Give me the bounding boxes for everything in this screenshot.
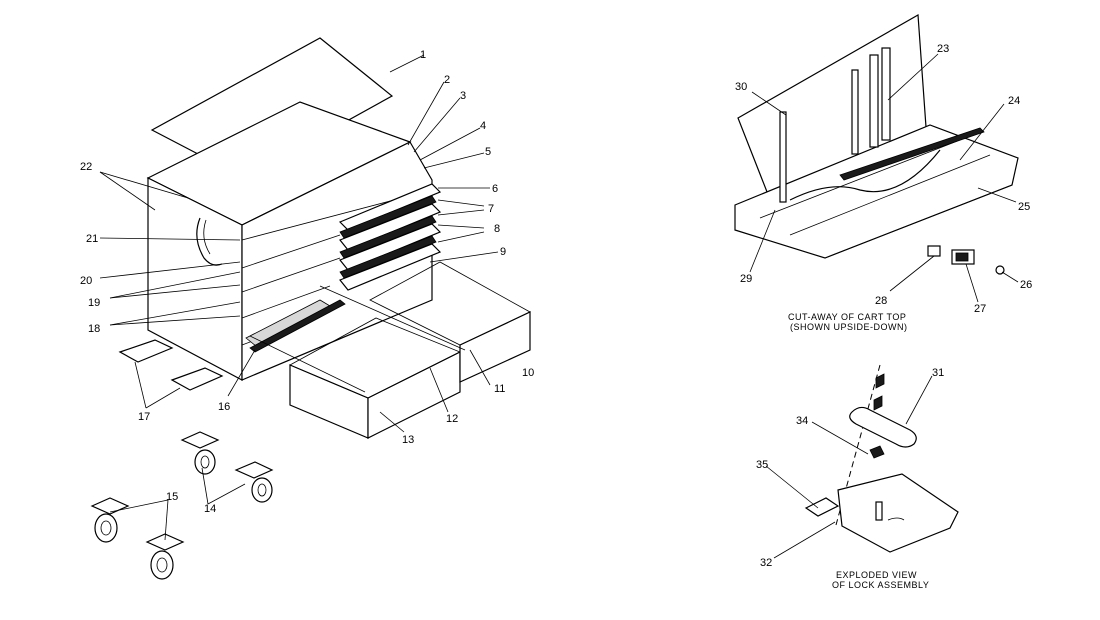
callout-28: 28	[875, 295, 887, 307]
callout-2: 2	[444, 74, 450, 86]
lock-cylinder	[875, 501, 883, 521]
clip-28	[927, 245, 941, 257]
callout-4: 4	[480, 120, 486, 132]
lower-drawer-right-top	[369, 261, 531, 346]
cross-bar-24	[839, 127, 985, 181]
lock-assembly	[804, 364, 959, 553]
callout-23: 23	[937, 43, 949, 55]
tray-rail	[789, 154, 991, 236]
caption-lock-line2: OF LOCK ASSEMBLY	[832, 580, 929, 590]
caption-cart-top-line2: (SHOWN UPSIDE-DOWN)	[790, 322, 908, 332]
lock-cam-31	[849, 406, 917, 448]
drawer-divider	[249, 335, 366, 393]
callout-12: 12	[446, 413, 458, 425]
callout-1: 1	[420, 49, 426, 61]
callout-20: 20	[80, 275, 92, 287]
callout-19: 19	[88, 297, 100, 309]
callout-21: 21	[86, 233, 98, 245]
slide-left	[851, 69, 859, 155]
cart-top-cutaway	[734, 14, 1019, 275]
callout-13: 13	[402, 434, 414, 446]
callout-6: 6	[492, 183, 498, 195]
callout-7: 7	[488, 203, 494, 215]
long-drawer-slides	[245, 299, 346, 353]
caption-lock-line1: EXPLODED VIEW	[836, 570, 917, 580]
callout-14: 14	[204, 503, 216, 515]
tray-rail	[824, 184, 1013, 259]
caster-15-a	[90, 497, 130, 543]
callout-29: 29	[740, 273, 752, 285]
callout-34: 34	[796, 415, 808, 427]
callout-3: 3	[460, 90, 466, 102]
callout-22: 22	[80, 161, 92, 173]
latch-27-face	[955, 252, 969, 262]
caster-wheels	[90, 431, 274, 580]
lock-tab-35	[804, 497, 840, 517]
callout-18: 18	[88, 323, 100, 335]
lock-spacer-34	[869, 445, 885, 459]
side-handle-inner	[203, 219, 211, 255]
slide-30	[779, 111, 787, 203]
lower-drawer-right-front	[459, 311, 531, 383]
caster-15-b	[145, 533, 185, 580]
callout-35: 35	[756, 459, 768, 471]
callout-31: 31	[932, 367, 944, 379]
callout-26: 26	[1020, 279, 1032, 291]
lock-washer	[873, 395, 883, 411]
tool-cart-assembly	[118, 37, 531, 439]
drawer-divider	[319, 285, 466, 351]
callout-9: 9	[500, 246, 506, 258]
lock-nut	[875, 373, 885, 389]
leader-lines-main	[99, 54, 499, 541]
caster-plate-left	[118, 339, 174, 363]
slide-23-b	[881, 47, 891, 141]
frame-rail	[241, 257, 341, 293]
assembly-axis	[835, 364, 881, 526]
small-drawer-stack	[338, 183, 442, 291]
frame-rail	[241, 285, 331, 319]
caster-plate-right	[170, 367, 224, 391]
lock-slot	[887, 517, 905, 521]
callout-5: 5	[485, 146, 491, 158]
callout-17: 17	[138, 411, 150, 423]
lock-rod	[789, 149, 941, 201]
captions: CUT-AWAY OF CART TOP (SHOWN UPSIDE-DOWN)…	[788, 312, 929, 590]
leader-lines-cart-top	[749, 53, 1019, 303]
callout-32: 32	[760, 557, 772, 569]
caption-cart-top-line1: CUT-AWAY OF CART TOP	[788, 312, 906, 322]
callout-8: 8	[494, 223, 500, 235]
callout-15: 15	[166, 491, 178, 503]
callout-16: 16	[218, 401, 230, 413]
callout-10: 10	[522, 367, 534, 379]
callout-24: 24	[1008, 95, 1020, 107]
caster-14-b	[234, 461, 274, 503]
lock-plate	[837, 473, 959, 553]
frame-rail	[241, 234, 341, 269]
callout-30: 30	[735, 81, 747, 93]
caster-14-a	[180, 431, 220, 475]
slide-23-a	[869, 54, 879, 148]
tray-rail	[759, 139, 961, 219]
lower-drawer-left-side	[367, 351, 461, 439]
leader-lines-lock	[765, 375, 933, 559]
lower-drawer-left-front	[289, 364, 369, 439]
callout-25: 25	[1018, 201, 1030, 213]
callout-labels: 1 2 3 4 5 6 7 8 9 10 11 12 13 14 15 16 1…	[80, 43, 1032, 569]
callout-27: 27	[974, 303, 986, 315]
callout-11: 11	[494, 383, 505, 395]
